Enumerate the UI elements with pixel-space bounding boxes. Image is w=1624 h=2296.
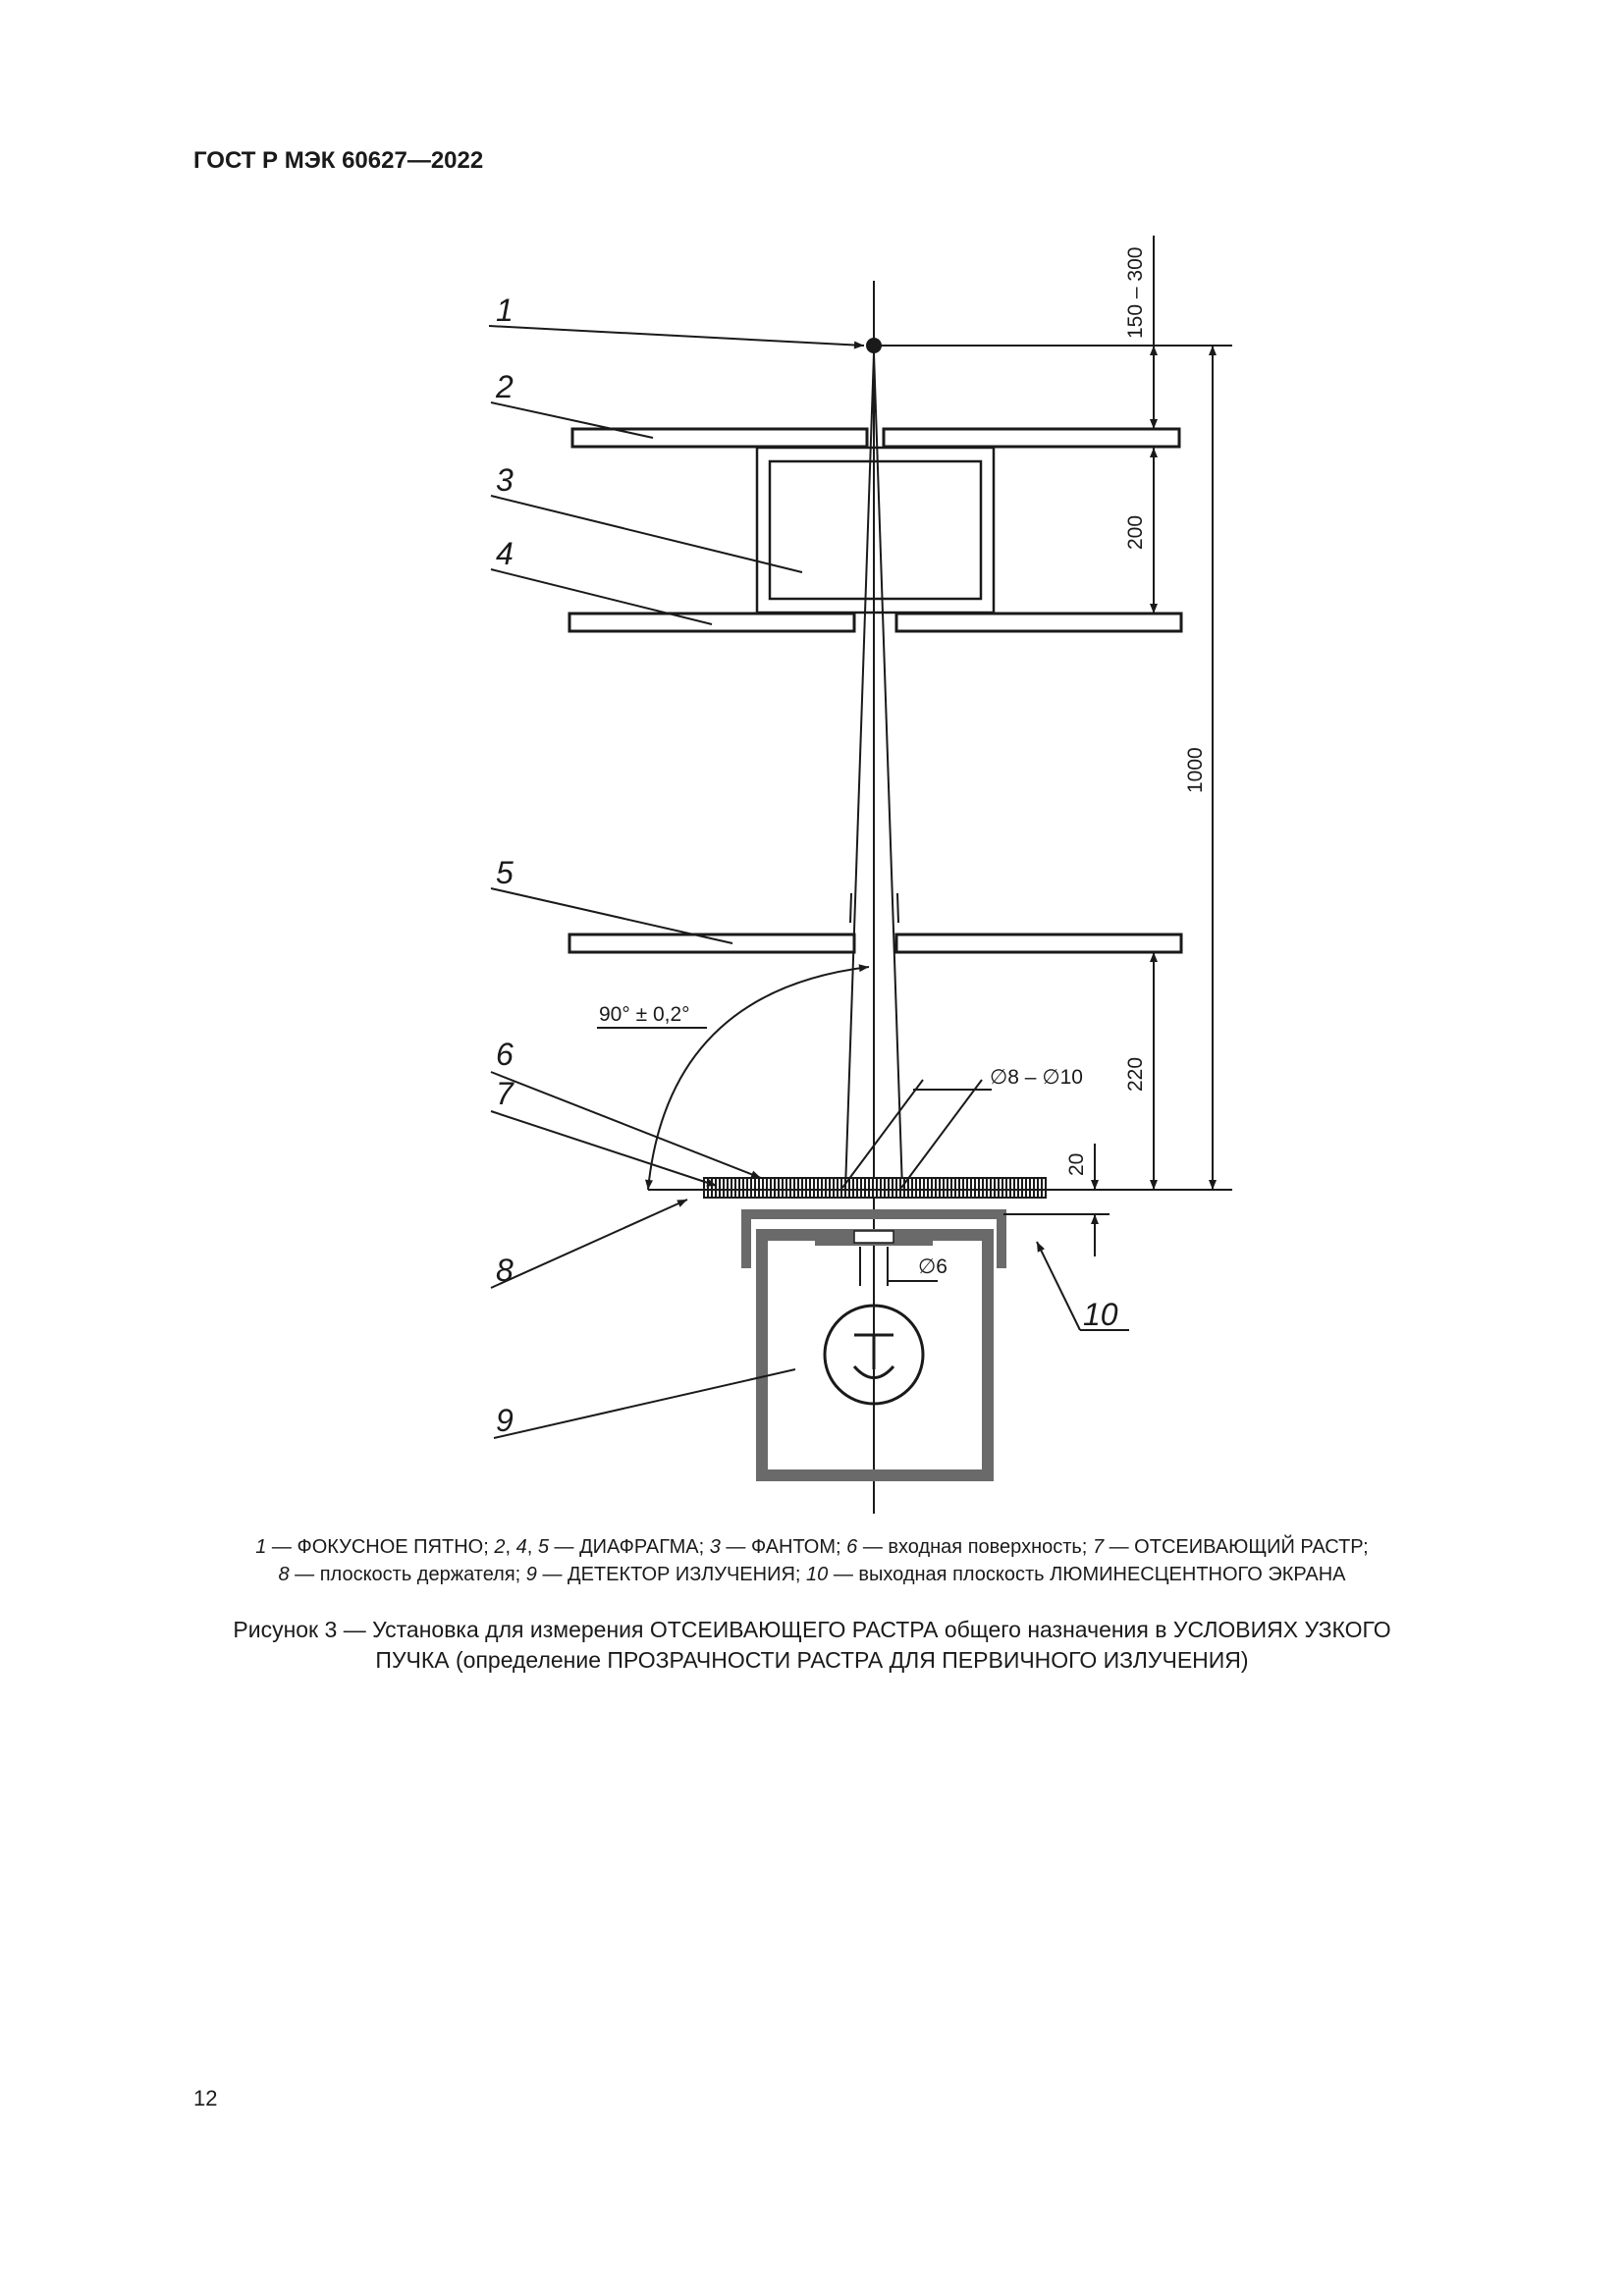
callout-7: 7 (496, 1076, 514, 1111)
callout-6: 6 (496, 1037, 514, 1072)
dim-lower: 220 (1124, 1057, 1147, 1092)
callout-4: 4 (496, 536, 514, 571)
callout-3: 3 (496, 462, 514, 498)
legend-line-2: 8 — плоскость держателя; 9 — ДЕТЕКТОР ИЗ… (147, 1561, 1477, 1588)
measurement-setup-diagram: 1 2 3 4 5 6 7 8 9 10 150 – 300 200 1000 … (488, 236, 1232, 1514)
dim-small: 20 (1065, 1153, 1088, 1176)
document-header: ГОСТ Р МЭК 60627—2022 (193, 147, 484, 174)
callout-9: 9 (496, 1403, 514, 1438)
callout-10: 10 (1083, 1297, 1118, 1332)
diaphragm-2 (570, 427, 1181, 449)
callout-1: 1 (496, 293, 514, 328)
detector-holder (741, 1209, 1006, 1268)
figure-legend: 1 — ФОКУСНОЕ ПЯТНО; 2, 4, 5 — ДИАФРАГМА;… (147, 1533, 1477, 1588)
legend-num: 10 (806, 1564, 829, 1585)
callout-2: 2 (495, 369, 514, 404)
callout-5: 5 (496, 855, 514, 890)
legend-num: 8 (278, 1564, 290, 1585)
phantom (755, 446, 996, 614)
dim-angle: 90° ± 0,2° (599, 1003, 690, 1026)
detector-aperture (853, 1230, 894, 1244)
page-number: 12 (193, 2086, 218, 2110)
legend-num: 5 (537, 1536, 549, 1558)
legend-text: — ФАНТОМ; (720, 1536, 847, 1558)
legend-num: 2 (494, 1536, 506, 1558)
focal-spot (866, 338, 882, 353)
legend-text: — ДИАФРАГМА; (548, 1536, 710, 1558)
legend-num: 9 (525, 1564, 537, 1585)
legend-num: 6 (846, 1536, 858, 1558)
dim-top-gap: 150 – 300 (1124, 247, 1147, 339)
legend-num: 4 (515, 1536, 527, 1558)
aperture-dimension (859, 1247, 938, 1286)
legend-text: — ФОКУСНОЕ ПЯТНО; (266, 1536, 495, 1558)
legend-text: — выходная плоскость ЛЮМИНЕСЦЕНТНОГО ЭКР… (828, 1564, 1346, 1585)
legend-num: 3 (709, 1536, 721, 1558)
legend-num: 1 (255, 1536, 267, 1558)
angle-arc (645, 964, 870, 1191)
diaphragm-5 (568, 933, 1183, 954)
legend-text: — плоскость держателя; (289, 1564, 526, 1585)
legend-num: 7 (1092, 1536, 1105, 1558)
legend-text: — входная поверхность; (857, 1536, 1093, 1558)
diaphragm-4 (568, 612, 1183, 633)
legend-text: — ОТСЕИВАЮЩИЙ РАСТР; (1104, 1536, 1369, 1558)
legend-text: , (526, 1536, 538, 1558)
caption-line-2: ПУЧКА (определение ПРОЗРАЧНОСТИ РАСТРА Д… (375, 1647, 1249, 1673)
legend-text: , (505, 1536, 516, 1558)
beam-diameter-dimension (841, 1079, 992, 1189)
dim-aperture: ∅6 (918, 1255, 947, 1278)
callout-8: 8 (496, 1253, 514, 1288)
legend-text: — ДЕТЕКТОР ИЗЛУЧЕНИЯ; (536, 1564, 807, 1585)
dimension-lines (648, 236, 1232, 1256)
caption-line-1: Рисунок 3 — Установка для измерения ОТСЕ… (233, 1617, 1391, 1642)
anti-scatter-grid (703, 1177, 1047, 1199)
dim-total: 1000 (1184, 747, 1207, 793)
dim-phantom: 200 (1124, 515, 1147, 550)
legend-line-1: 1 — ФОКУСНОЕ ПЯТНО; 2, 4, 5 — ДИАФРАГМА;… (147, 1533, 1477, 1561)
dim-beam-diameter: ∅8 – ∅10 (990, 1066, 1083, 1089)
figure-caption: Рисунок 3 — Установка для измерения ОТСЕ… (147, 1615, 1477, 1676)
callout-leaders (488, 325, 1129, 1439)
detector-symbol (823, 1304, 925, 1406)
